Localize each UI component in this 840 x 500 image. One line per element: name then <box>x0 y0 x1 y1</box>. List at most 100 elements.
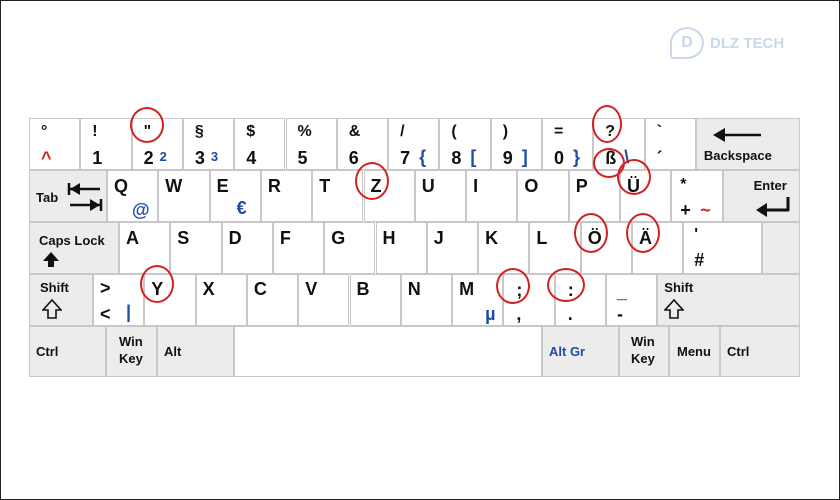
key-bottom-legend: ´ <box>656 148 663 168</box>
key-v[interactable]: V <box>298 274 350 326</box>
key-altgr-legend: \ <box>624 147 630 167</box>
key-altgr-legend: } <box>573 147 581 167</box>
key-bottom-legend: 4 <box>246 148 257 168</box>
key-plus[interactable]: *+~ <box>671 170 723 222</box>
key-b[interactable]: B <box>349 274 401 326</box>
key-bottom-legend: < <box>100 304 111 324</box>
key-n[interactable]: N <box>400 274 453 326</box>
key-altgr-legend: ~ <box>700 200 711 220</box>
key-minus[interactable]: _- <box>606 274 658 326</box>
menu-key[interactable]: Menu <box>669 326 720 377</box>
key-0[interactable]: =0} <box>542 118 594 170</box>
space-bar[interactable] <box>234 326 542 377</box>
key-letter-legend: N <box>407 279 421 299</box>
enter-key-lower[interactable] <box>762 222 800 274</box>
key-g[interactable]: G <box>324 222 376 274</box>
right-ctrl-key[interactable]: Ctrl <box>720 326 800 377</box>
enter-arrow-icon <box>755 197 790 217</box>
key-u[interactable]: U <box>414 170 467 222</box>
key-s[interactable]: S <box>170 222 222 274</box>
key-o[interactable]: O <box>517 170 569 222</box>
key-t[interactable]: T <box>312 170 364 222</box>
key-altgr-legend: ] <box>521 147 528 167</box>
key-letter-legend: F <box>279 228 291 248</box>
left-ctrl-key[interactable]: Ctrl <box>29 326 106 377</box>
key-l[interactable]: L <box>529 222 581 274</box>
key-angle-brackets[interactable]: ><| <box>93 274 145 326</box>
key-5[interactable]: %5 <box>285 118 337 170</box>
tab-key[interactable]: Tab <box>29 170 107 222</box>
enter-label: Enter <box>753 178 787 193</box>
key-letter-legend: D <box>228 228 242 248</box>
backspace-label: Backspace <box>703 148 772 163</box>
key-e[interactable]: E€ <box>209 170 261 222</box>
key-bottom-legend: 6 <box>348 148 359 168</box>
alt-gr-key[interactable]: Alt Gr <box>542 326 619 377</box>
key-i[interactable]: I <box>466 170 518 222</box>
tab-label: Tab <box>36 190 59 205</box>
key-bottom-legend: # <box>694 250 705 270</box>
left-alt-key[interactable]: Alt <box>157 326 234 377</box>
ctrl-label: Ctrl <box>727 344 750 359</box>
key-9[interactable]: )9] <box>490 118 542 170</box>
caps-lock-key[interactable]: Caps Lock <box>29 222 119 274</box>
key-letter-legend: Q <box>114 176 129 196</box>
logo-mark-icon: D <box>670 27 704 59</box>
key-top-legend: § <box>194 123 204 140</box>
key-7[interactable]: / 7 { <box>388 118 440 170</box>
key-top-legend: $ <box>246 123 256 140</box>
key-^[interactable]: °^ <box>29 118 81 170</box>
key-letter-legend: P <box>575 176 588 196</box>
key-x[interactable]: X <box>195 274 247 326</box>
key-altgr-legend: µ <box>485 304 496 324</box>
key-w[interactable]: W <box>158 170 210 222</box>
key-letter-legend: R <box>267 176 281 196</box>
key-k[interactable]: K <box>478 222 530 274</box>
tab-arrows-icon <box>67 183 103 211</box>
backspace-key[interactable]: Backspace <box>695 118 800 170</box>
key-top-legend: ! <box>92 123 98 140</box>
shift-arrow-icon <box>42 299 62 319</box>
key-4[interactable]: $4 <box>234 118 286 170</box>
key-h[interactable]: H <box>375 222 427 274</box>
left-shift-key[interactable]: Shift <box>29 274 93 326</box>
key-bottom-legend: 7 <box>400 148 411 168</box>
win-label-line1: Win <box>119 334 143 349</box>
enter-key[interactable]: Enter <box>722 170 800 222</box>
key-c[interactable]: C <box>246 274 299 326</box>
key-altgr-legend: [ <box>470 147 477 167</box>
key-d[interactable]: D <box>221 222 273 274</box>
highlight-u-umlaut <box>617 159 651 195</box>
key-top-legend: / <box>400 123 405 140</box>
ctrl-label: Ctrl <box>36 344 59 359</box>
key-6[interactable]: &6 <box>336 118 389 170</box>
key-bottom-legend: 5 <box>297 148 308 168</box>
highlight-quote <box>130 107 164 143</box>
key-bottom-legend: - <box>617 304 623 324</box>
key-1[interactable]: !1 <box>80 118 132 170</box>
key-bottom-legend: 8 <box>451 148 462 168</box>
key-r[interactable]: R <box>260 170 313 222</box>
key-altgr-legend: € <box>236 198 247 218</box>
key-altgr-legend: 3 <box>210 149 219 164</box>
key-8[interactable]: (8[ <box>439 118 491 170</box>
key-letter-legend: W <box>165 176 183 196</box>
key-j[interactable]: J <box>426 222 479 274</box>
highlight-colon <box>547 268 585 302</box>
key-bottom-legend: + <box>680 200 691 220</box>
shift-arrow-icon <box>664 299 685 319</box>
key-´[interactable]: `´ <box>644 118 696 170</box>
key-q[interactable]: Q@ <box>107 170 159 222</box>
right-shift-key[interactable]: Shift <box>657 274 800 326</box>
key-altgr-legend: { <box>419 147 427 167</box>
key-hash[interactable]: '# <box>683 222 762 274</box>
win-label-line2: Key <box>631 351 655 366</box>
key-top-legend: & <box>348 123 361 140</box>
highlight-semicolon <box>496 268 530 304</box>
key-f[interactable]: F <box>272 222 325 274</box>
